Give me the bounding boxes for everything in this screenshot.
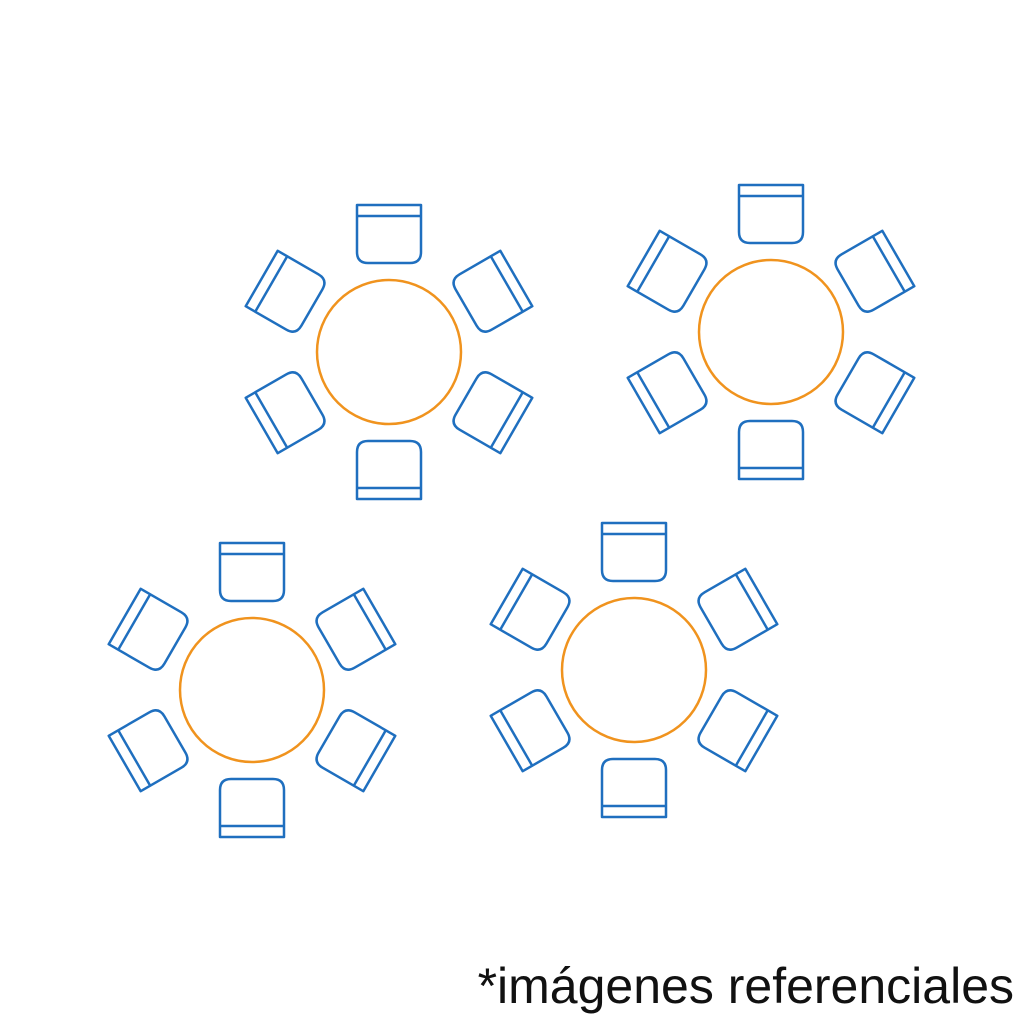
chair-icon: [218, 541, 286, 603]
chair-seat: [489, 689, 571, 773]
chair-seat: [697, 567, 779, 651]
round-table-icon: [560, 596, 708, 744]
chair-icon: [315, 709, 397, 793]
chair-seat: [355, 203, 423, 265]
chair-backrest: [254, 391, 289, 449]
chair-icon: [600, 757, 668, 819]
chair-seat: [315, 587, 397, 671]
chair-icon: [737, 183, 805, 245]
chair-seat: [452, 249, 534, 333]
chair-icon: [626, 229, 708, 313]
chair-seat: [737, 183, 805, 245]
chair-seat: [355, 439, 423, 501]
chair-icon: [452, 371, 534, 455]
chair-seat: [600, 521, 668, 583]
chair-icon: [244, 371, 326, 455]
chair-seat: [244, 371, 326, 455]
chair-seat: [218, 777, 286, 839]
round-table-icon: [697, 258, 845, 406]
chair-icon: [355, 439, 423, 501]
chair-icon: [489, 567, 571, 651]
chair-seat: [218, 541, 286, 603]
chair-icon: [489, 689, 571, 773]
table-3: [107, 541, 397, 839]
chair-backrest: [489, 255, 524, 313]
chair-backrest: [352, 593, 387, 651]
table-1: [244, 203, 534, 501]
chair-seat: [107, 709, 189, 793]
chair-icon: [107, 587, 189, 671]
chair-icon: [697, 689, 779, 773]
chair-backrest: [117, 729, 152, 787]
chair-seat: [697, 689, 779, 773]
chair-backrest: [636, 235, 671, 293]
chair-backrest: [871, 235, 906, 293]
chair-seat: [834, 229, 916, 313]
chair-seat: [737, 419, 805, 481]
round-table-icon: [178, 616, 326, 764]
chair-icon: [107, 709, 189, 793]
round-table-icon: [315, 278, 463, 426]
chair-icon: [834, 351, 916, 435]
reference-images-footnote: *imágenes referenciales: [477, 958, 1014, 1014]
chair-icon: [244, 249, 326, 333]
chair-seat: [600, 757, 668, 819]
chair-icon: [218, 777, 286, 839]
chair-seat: [315, 709, 397, 793]
chair-backrest: [636, 371, 671, 429]
chair-backrest: [254, 255, 289, 313]
chair-seat: [626, 351, 708, 435]
chair-seat: [452, 371, 534, 455]
chair-icon: [355, 203, 423, 265]
chair-backrest: [499, 709, 534, 767]
chair-backrest: [117, 593, 152, 651]
chair-backrest: [734, 573, 769, 631]
chair-icon: [834, 229, 916, 313]
chair-backrest: [489, 391, 524, 449]
chair-seat: [244, 249, 326, 333]
chair-backrest: [499, 573, 534, 631]
chair-backrest: [871, 371, 906, 429]
chair-seat: [489, 567, 571, 651]
table-2: [626, 183, 916, 481]
chair-seat: [834, 351, 916, 435]
chair-backrest: [734, 709, 769, 767]
chair-icon: [626, 351, 708, 435]
chair-seat: [626, 229, 708, 313]
table-4: [489, 521, 779, 819]
chair-backrest: [352, 729, 387, 787]
chair-icon: [452, 249, 534, 333]
chair-icon: [737, 419, 805, 481]
chair-seat: [107, 587, 189, 671]
chair-icon: [600, 521, 668, 583]
chair-icon: [697, 567, 779, 651]
chair-icon: [315, 587, 397, 671]
